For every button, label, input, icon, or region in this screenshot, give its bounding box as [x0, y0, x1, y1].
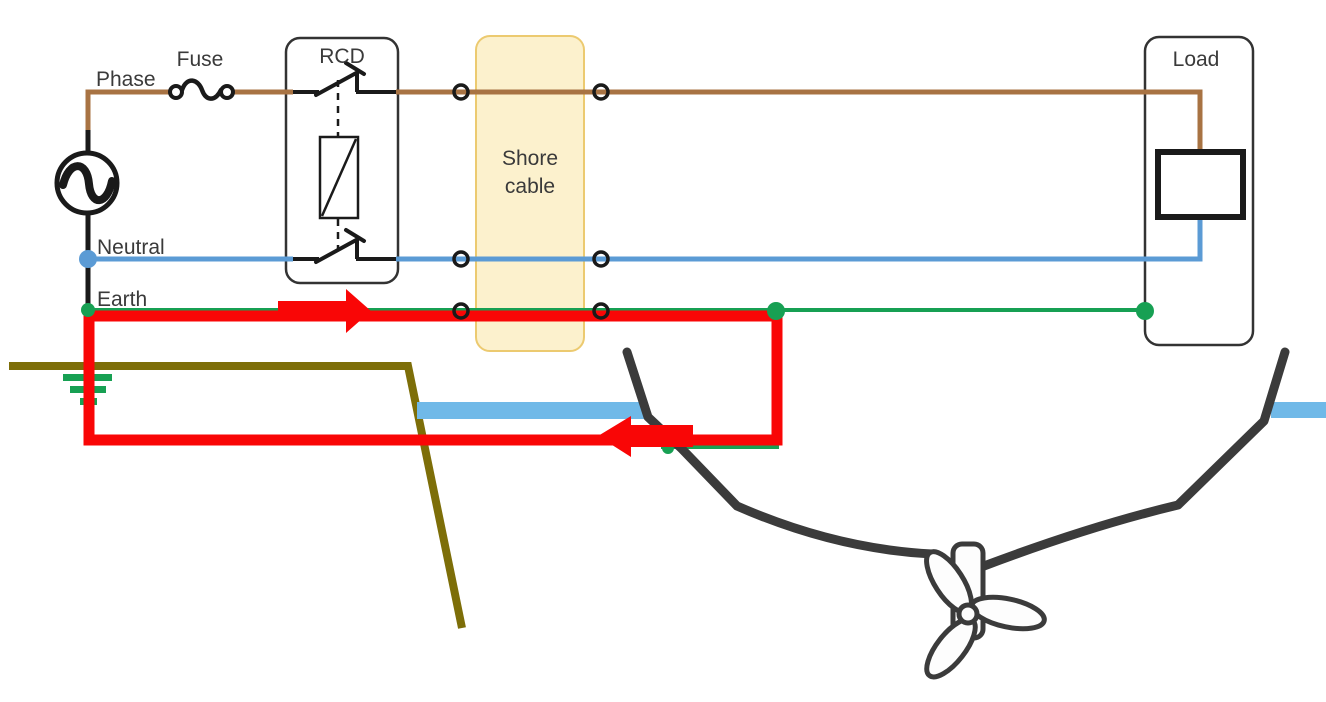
rcd-switch-icon	[293, 228, 396, 264]
plug-connector	[592, 83, 610, 101]
shore-cable-label-line1: Shore	[502, 147, 558, 170]
plug-connector	[452, 302, 470, 320]
phase-wire	[85, 89, 171, 133]
shore-cable-zone	[475, 35, 585, 352]
phase-label: Phase	[96, 68, 156, 91]
water-line	[1271, 402, 1326, 418]
junction-dot	[81, 303, 95, 317]
trip-coil-icon	[318, 80, 360, 249]
load-element	[1155, 149, 1246, 220]
fault-current-loop	[83, 310, 783, 446]
plug-connector	[452, 250, 470, 268]
load-label: Load	[1173, 48, 1220, 71]
earth-label: Earth	[97, 288, 147, 311]
junction-dot	[79, 250, 97, 268]
fault-arrow-right	[278, 289, 371, 333]
junction-dot	[1136, 302, 1154, 320]
plug-connector	[452, 83, 470, 101]
propeller-icon	[924, 541, 1047, 680]
plug-connector	[592, 302, 610, 320]
plug-connector	[592, 250, 610, 268]
neutral-label: Neutral	[97, 236, 165, 259]
phase-wire	[396, 89, 1203, 152]
neutral-wire	[396, 217, 1203, 262]
rcd-label: RCD	[319, 45, 365, 68]
boat-hull	[622, 347, 937, 559]
fuse-icon	[168, 78, 235, 101]
ac-source-icon	[54, 150, 120, 216]
fuse-label: Fuse	[177, 48, 224, 71]
shore-ground-line	[9, 362, 466, 629]
shore-cable-label-line2: cable	[505, 175, 555, 198]
junction-dot	[767, 302, 785, 320]
fault-arrow-left	[598, 416, 693, 457]
boat-hull	[979, 347, 1290, 571]
water-line	[417, 402, 647, 419]
